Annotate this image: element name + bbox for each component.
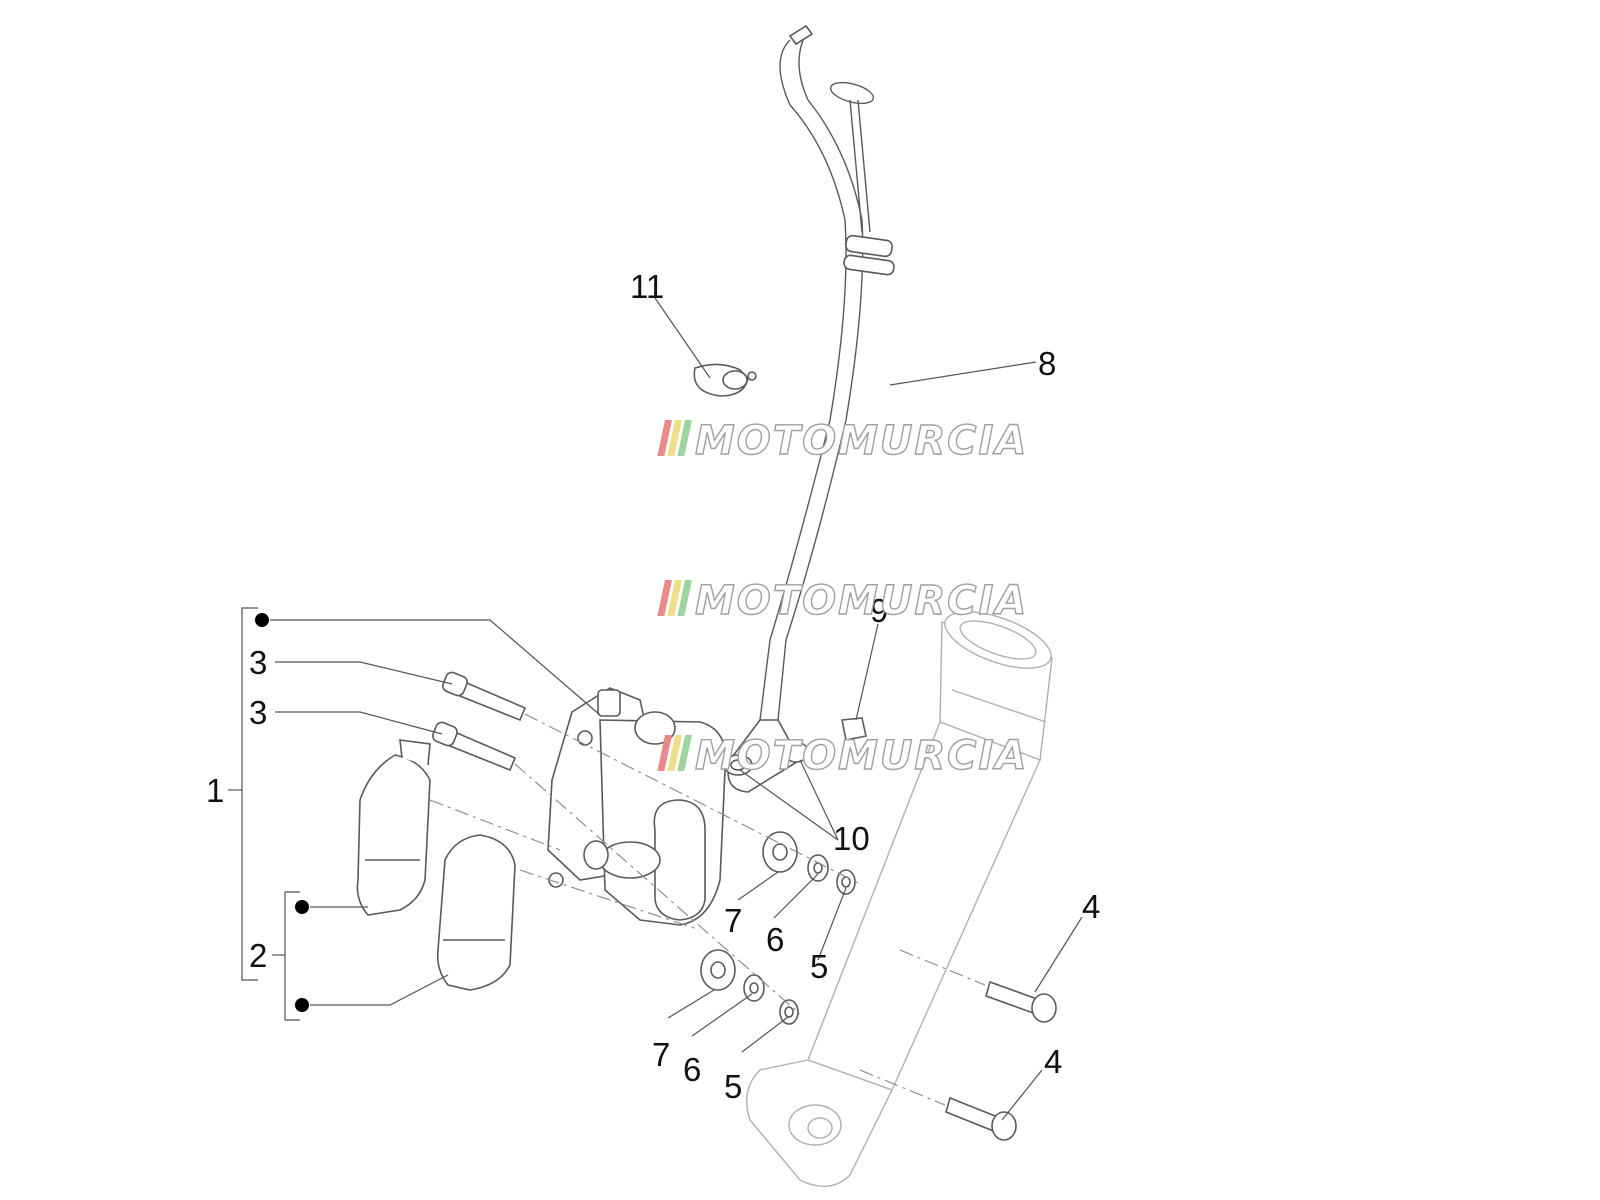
watermark-stripes — [657, 420, 692, 456]
watermark-text: MOTOMURCIA — [695, 418, 1028, 464]
mounting-bolts — [945, 980, 1057, 1141]
callout-7-upper: 7 — [724, 902, 742, 939]
callout-11: 11 — [630, 268, 664, 305]
watermark-stripe-1 — [657, 420, 672, 456]
callout-4-upper: 4 — [1082, 888, 1100, 925]
callout-5-upper: 5 — [810, 948, 828, 985]
group-brackets — [228, 607, 309, 1021]
watermark-stripe-2 — [667, 420, 682, 456]
watermark-top: MOTOMURCIA — [657, 417, 1028, 465]
watermark-stripe-1 — [657, 580, 672, 616]
callout-3-lower: 3 — [249, 694, 267, 731]
fork-leg — [746, 611, 1053, 1188]
callout-5-lower: 5 — [724, 1068, 742, 1105]
callout-7-lower: 7 — [652, 1036, 670, 1073]
callout-9: 9 — [870, 592, 888, 629]
brake-pads — [356, 739, 516, 991]
watermark-bottom: MOTOMURCIA — [657, 732, 1028, 780]
washers-and-spacers — [700, 831, 856, 1025]
leader-lines — [270, 297, 1083, 1121]
watermark-middle: MOTOMURCIA — [657, 577, 1028, 625]
watermark-text: MOTOMURCIA — [695, 578, 1028, 624]
callout-labels: 1 2 3 3 4 4 5 5 6 6 7 7 8 9 10 11 — [206, 268, 1100, 1105]
callout-2: 2 — [249, 937, 267, 974]
watermark-stripes — [657, 735, 692, 771]
callout-3-upper: 3 — [249, 644, 267, 681]
callout-1: 1 — [206, 772, 224, 809]
callout-6-upper: 6 — [766, 921, 784, 958]
watermark-stripe-3 — [677, 580, 692, 616]
banjo-fittings — [723, 717, 867, 776]
callout-6-lower: 6 — [683, 1051, 701, 1088]
brake-caliper — [547, 687, 727, 926]
hose-clip — [693, 363, 757, 397]
watermark-stripes — [657, 580, 692, 616]
brake-hose — [727, 24, 895, 793]
watermark-stripe-2 — [667, 735, 682, 771]
caliper-pins — [432, 671, 527, 772]
watermark-stripe-3 — [677, 420, 692, 456]
callout-4-lower: 4 — [1044, 1043, 1062, 1080]
callout-8: 8 — [1038, 345, 1056, 382]
watermark-stripe-2 — [667, 580, 682, 616]
assembly-axes — [429, 713, 986, 1106]
callout-10: 10 — [833, 820, 870, 857]
watermark-stripe-3 — [677, 735, 692, 771]
watermark-text: MOTOMURCIA — [695, 733, 1028, 779]
watermark-stripe-1 — [657, 735, 672, 771]
